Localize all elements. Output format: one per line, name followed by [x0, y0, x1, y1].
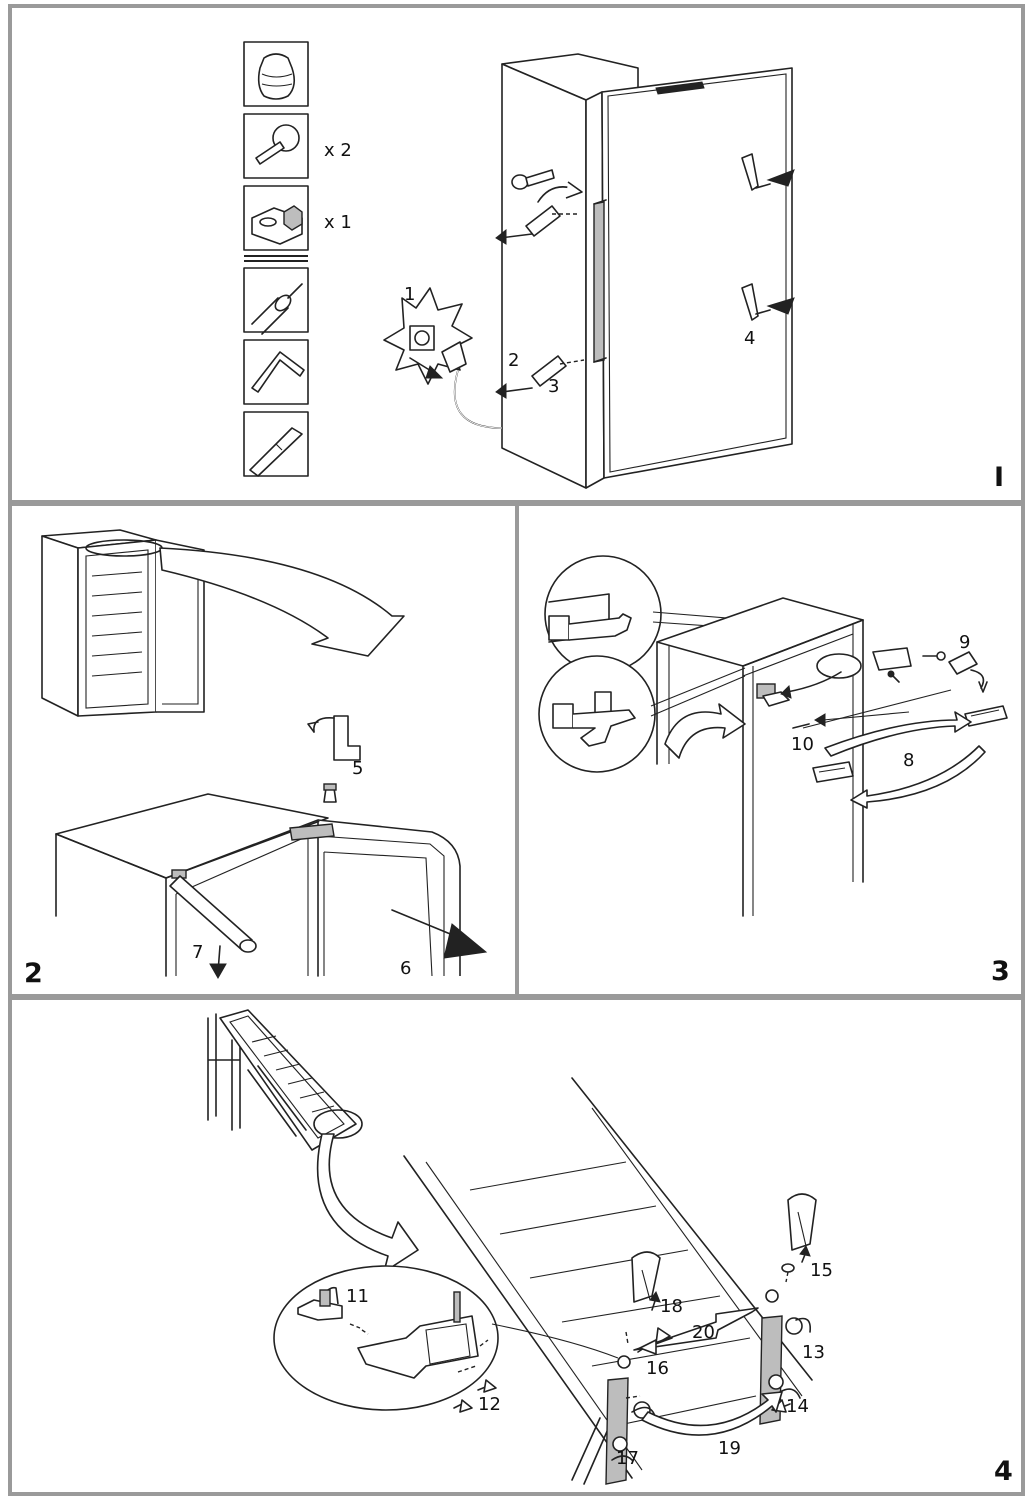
panel-4-number: 4 [994, 1456, 1013, 1487]
step-2-label: 2 [508, 350, 519, 371]
cabinet-outline [656, 597, 864, 917]
panel-4: 11 12 18 16 17 [8, 996, 1025, 1496]
screw-pair-icon [922, 651, 988, 693]
plug-cap-count: x 2 [324, 140, 352, 161]
step-6-label: 6 [400, 958, 411, 979]
step-14-label: 14 [786, 1396, 809, 1417]
zoom-arrow [316, 1133, 419, 1273]
hinge-detail-top [544, 555, 662, 673]
left-hinge-assembly [605, 1251, 661, 1485]
step-11-label: 11 [346, 1286, 369, 1307]
step-15-label: 15 [810, 1260, 833, 1281]
right-lower-screwdriver-icon [741, 283, 795, 321]
step-16-label: 16 [646, 1358, 669, 1379]
screwdriver-tool-icon [525, 205, 580, 237]
step-4-label: 4 [744, 328, 755, 349]
panel-2-number: 2 [24, 958, 43, 989]
panel-3-illustration: 9 10 8 3 [538, 555, 1010, 987]
screw-icon [511, 169, 555, 190]
step-12-label: 12 [478, 1394, 501, 1415]
plug-icon [441, 341, 503, 429]
step-20-label: 20 [692, 1322, 715, 1343]
panel-3-number: 3 [991, 956, 1010, 987]
step-17-label: 17 [616, 1448, 639, 1469]
bag-icon [243, 41, 309, 107]
allen-key-icon [243, 339, 309, 405]
step-1-label: 1 [404, 284, 415, 305]
hinge-detail-bottom [538, 655, 656, 773]
step-5-label: 5 [352, 758, 363, 779]
panel-1-number: I [994, 462, 1004, 493]
cover-part-top [964, 705, 1008, 727]
step-13-label: 13 [802, 1342, 825, 1363]
small-freezer-icon [41, 529, 205, 717]
step-18-label: 18 [660, 1296, 683, 1317]
hinge-part-icon [872, 647, 912, 683]
allen-key-tool-icon [307, 715, 361, 803]
hinge-cover-icon [243, 185, 309, 251]
step-8-label: 8 [903, 750, 914, 771]
panel-1-illustration: x 2 x 1 [243, 41, 1004, 493]
freezer-appliance [501, 53, 793, 489]
step-9-label: 9 [959, 632, 970, 653]
rotate-arrow [664, 703, 746, 759]
step-10-label: 10 [791, 734, 814, 755]
step-3-label: 3 [548, 376, 559, 397]
right-upper-screwdriver-icon [741, 153, 795, 191]
door-on-stand-icon [207, 1009, 357, 1151]
panel-4-illustration: 11 12 18 16 17 [207, 1009, 1013, 1487]
panel-2-illustration: 5 7 6 2 [24, 529, 488, 989]
screwdriver-icon [243, 267, 309, 335]
hinge-zoom-detail [273, 1265, 499, 1411]
flat-tool-icon [243, 411, 309, 477]
panel-1: x 2 x 1 [8, 4, 1025, 504]
step-7-label: 7 [192, 942, 203, 963]
plug-cap-icon [243, 113, 309, 179]
cabinet-top [55, 793, 461, 977]
panel-2: 5 7 6 2 [8, 502, 521, 998]
step-19-label: 19 [718, 1438, 741, 1459]
panel-3: 9 10 8 3 [515, 502, 1025, 998]
hinge-cover-count: x 1 [324, 212, 352, 233]
zoom-arrow [159, 547, 405, 657]
cover-part-bottom [812, 761, 854, 783]
